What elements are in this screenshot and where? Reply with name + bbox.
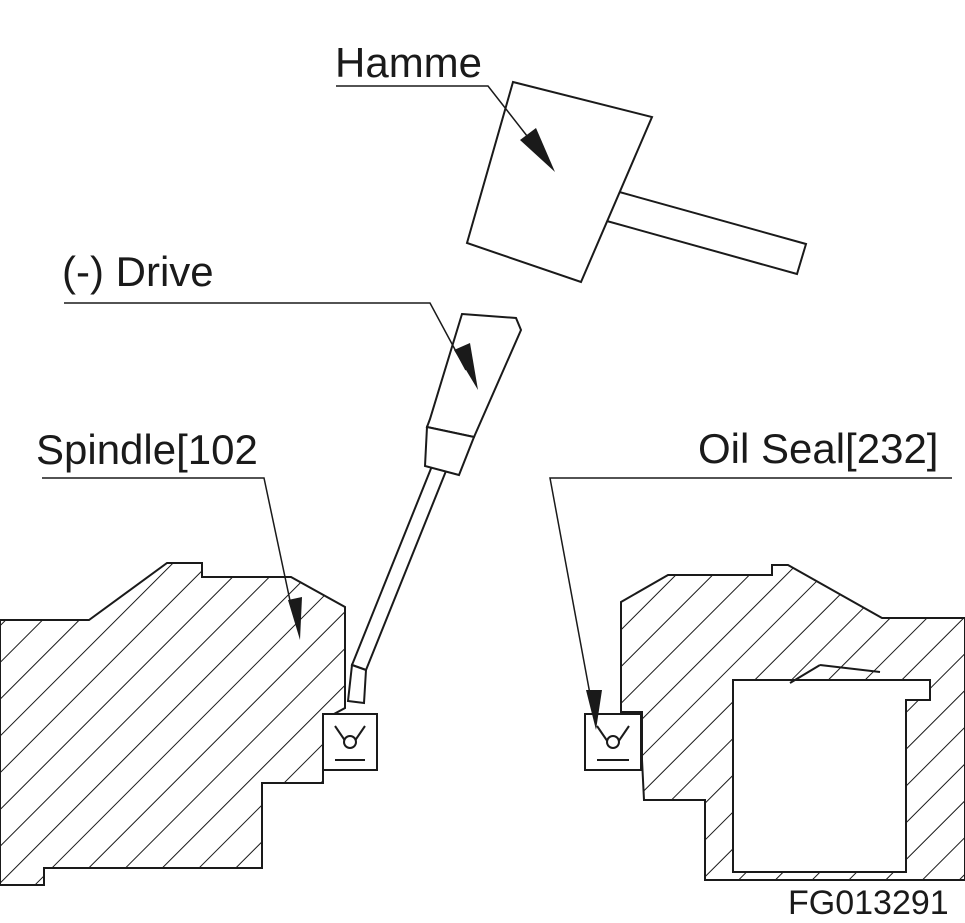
driver-shaft xyxy=(350,464,448,672)
leader-lines xyxy=(42,85,952,706)
spindle-label: Spindle[102 xyxy=(36,426,258,473)
housing-inner-edge xyxy=(789,664,821,684)
oil-seal-label: Oil Seal[232] xyxy=(698,425,939,472)
oil-seal-section-right xyxy=(584,713,642,771)
driver-drawing xyxy=(346,312,523,705)
driver-label: (-) Drive xyxy=(62,248,214,295)
housing-inner-edge xyxy=(819,664,881,673)
hammer-head xyxy=(465,80,654,284)
hammer-handle xyxy=(594,186,808,276)
spindle-arrowhead xyxy=(288,597,302,640)
driver-leader xyxy=(64,302,467,371)
driver-tip xyxy=(346,663,368,705)
hammer-drawing xyxy=(465,80,808,284)
driver-ferrule xyxy=(423,425,476,477)
driver-arrowhead xyxy=(454,343,478,390)
housing-body xyxy=(620,564,965,881)
oil-seal-arrowhead xyxy=(586,690,602,730)
oil-seal-leader xyxy=(549,477,952,706)
hammer-leader xyxy=(336,85,539,151)
figure-id: FG013291 xyxy=(788,884,949,922)
hammer-arrowhead xyxy=(520,128,555,172)
oil-seal-section-left xyxy=(322,713,378,771)
spindle-leader xyxy=(42,477,293,611)
hammer-label: Hamme xyxy=(335,39,483,86)
arrowheads xyxy=(288,128,602,730)
